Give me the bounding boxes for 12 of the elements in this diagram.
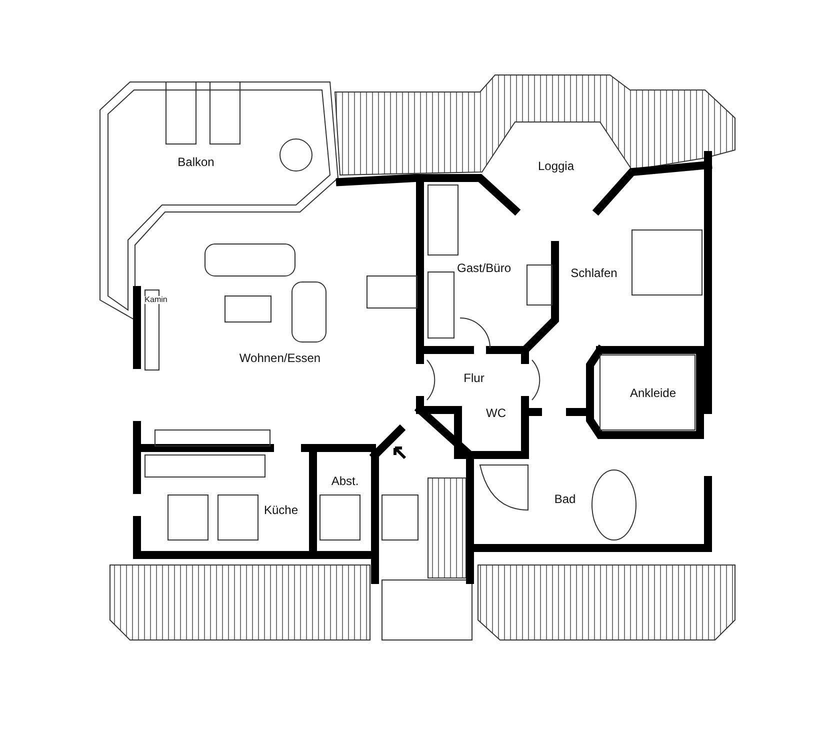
fireplace-label: Kamin xyxy=(144,296,168,304)
room-label: WC xyxy=(486,407,506,419)
room-label: Balkon xyxy=(178,156,214,168)
room-label: Wohnen/Essen xyxy=(239,352,321,364)
room-label: Schlafen xyxy=(570,267,618,279)
room-label: Loggia xyxy=(538,160,574,172)
room-label: Flur xyxy=(464,372,484,384)
room-label: Gast/Büro xyxy=(456,262,512,274)
room-label: Küche xyxy=(264,504,298,516)
room-label: Abst. xyxy=(331,475,359,487)
room-label: Bad xyxy=(554,493,576,505)
room-label: Ankleide xyxy=(630,387,676,399)
